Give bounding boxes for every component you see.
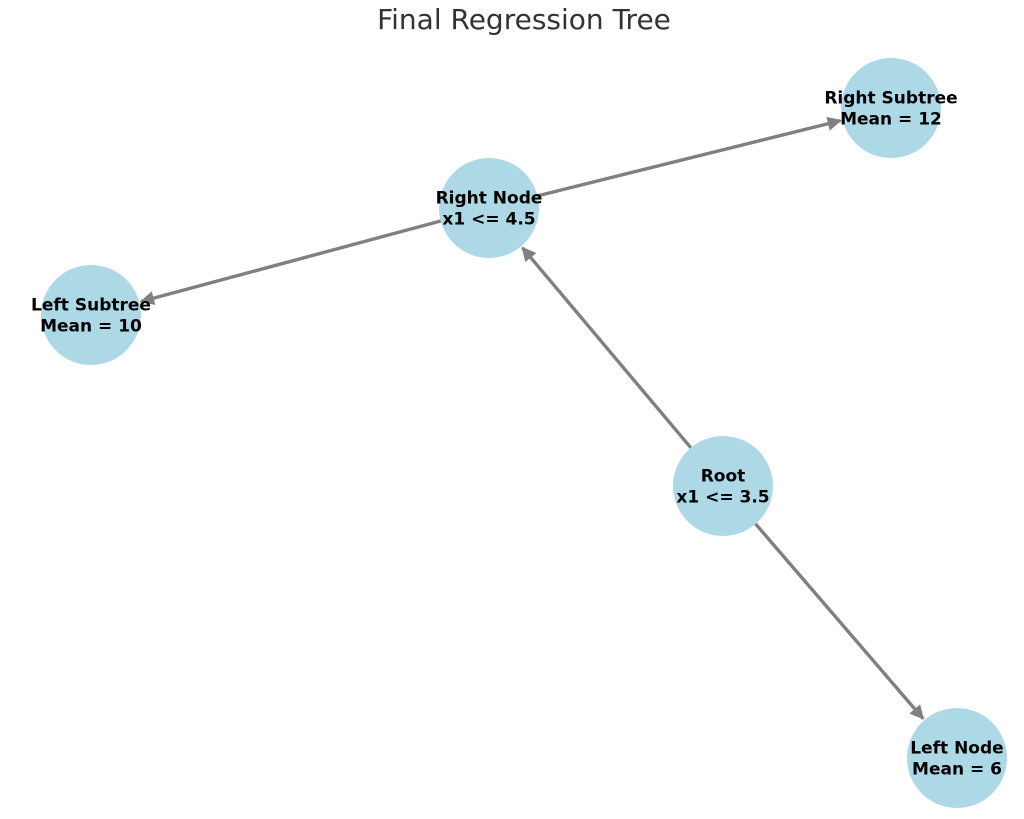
node-circle-right-node [439,158,539,258]
node-label-right-node-line-2: x1 <= 4.5 [442,210,535,230]
node-label-right-subtree-line-2: Mean = 12 [840,110,942,130]
edges-layer [139,116,925,720]
node-label-right-node-line-1: Right Node [436,189,543,209]
node-label-left-node-line-2: Mean = 6 [912,760,1002,780]
diagram-title: Final Regression Tree [377,3,671,36]
node-label-left-subtree-line-1: Left Subtree [31,296,151,316]
node-circle-right-subtree [841,58,941,158]
edge-right-node-to-left-subtree [139,219,442,306]
edge-right-node-to-right-subtree [537,116,842,198]
node-circle-left-subtree [41,265,141,365]
node-circle-root [673,436,773,536]
node-label-left-node-line-1: Left Node [910,739,1003,759]
node-label-right-subtree-line-1: Right Subtree [824,89,957,109]
edge-root-to-left-node [754,522,925,720]
node-label-root-line-1: Root [701,467,746,487]
edge-root-to-right-node [521,246,693,449]
node-circle-left-node [907,708,1007,808]
node-label-root-line-2: x1 <= 3.5 [676,488,769,508]
node-label-left-subtree-line-2: Mean = 10 [40,317,142,337]
